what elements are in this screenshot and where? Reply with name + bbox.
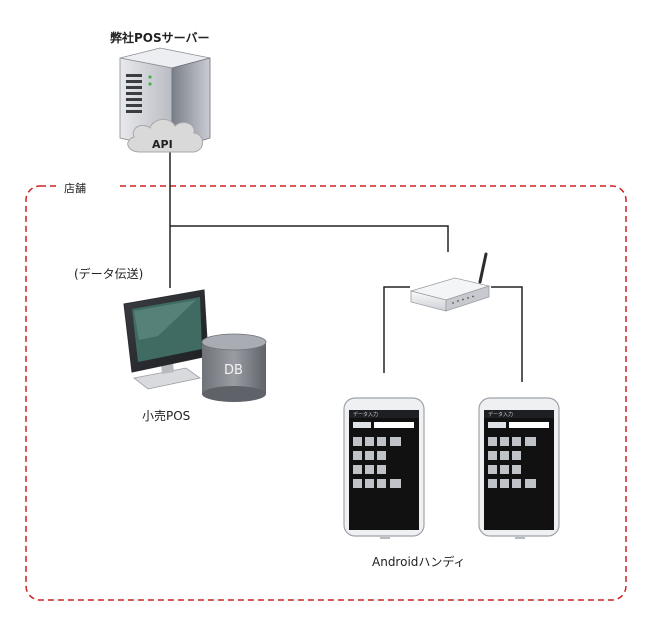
data-transfer-label: (データ伝送) [74,267,144,281]
store-label: 店舗 [64,182,86,195]
api-cloud-icon [127,119,204,153]
db-label: DB [224,363,243,378]
database-icon [201,333,267,402]
router-icon [409,252,491,312]
api-label: API [152,138,173,151]
server-label: 弊社POSサーバー [110,31,210,45]
android-handheld-right: データ入力 [478,397,560,539]
pos-terminal-icon [123,289,209,390]
retail-pos-label: 小売POS [142,409,191,423]
android-handheld-label: Androidハンディ [372,555,466,569]
store-boundary [25,185,627,601]
handheld-screen-header: データ入力 [353,411,378,418]
connection-lines [169,152,523,382]
handheld-screen-header: データ入力 [488,411,513,418]
android-handheld-left: データ入力 [343,397,425,539]
